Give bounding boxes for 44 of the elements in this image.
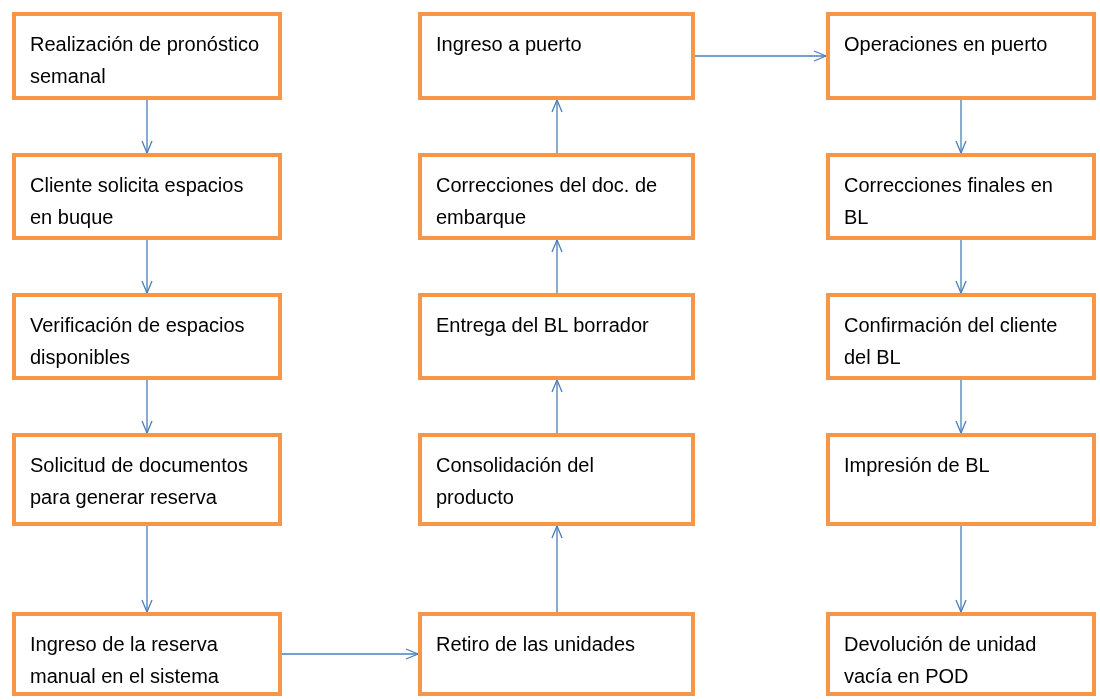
process-box — [12, 612, 282, 696]
step-text: Correcciones del doc. de embarque — [436, 173, 659, 230]
arrow — [281, 648, 419, 660]
process-box — [418, 293, 695, 380]
process-box — [826, 153, 1096, 240]
arrow — [551, 379, 563, 434]
process-box — [826, 612, 1096, 696]
arrow — [551, 239, 563, 294]
process-box — [12, 153, 282, 240]
arrow — [141, 525, 153, 613]
arrow — [141, 99, 153, 154]
step-text: Realización de pronóstico semanal — [30, 32, 261, 89]
step-text: Retiro de las unidades — [436, 632, 636, 657]
arrow — [955, 239, 967, 294]
step-text: Impresión de BL — [844, 453, 991, 478]
process-box — [418, 433, 695, 526]
process-box — [12, 12, 282, 100]
process-box — [418, 612, 695, 696]
arrow — [551, 99, 563, 154]
arrow — [141, 379, 153, 434]
arrow — [955, 99, 967, 154]
step-text: Correcciones finales en BL — [844, 173, 1054, 230]
process-box — [826, 293, 1096, 380]
step-text: Cliente solicita espacios en buque — [30, 173, 245, 230]
step-text: Verificación de espacios disponibles — [30, 313, 246, 370]
step-text: Ingreso de la reserva manual en el sistema — [30, 632, 220, 689]
step-text: Operaciones en puerto — [844, 32, 1049, 57]
process-box — [826, 433, 1096, 526]
step-text: Solicitud de documentos para generar reserva — [30, 453, 249, 510]
arrow — [141, 239, 153, 294]
process-box — [418, 12, 695, 100]
arrow — [955, 379, 967, 434]
step-text: Confirmación del cliente del BL — [844, 313, 1059, 370]
step-text: Ingreso a puerto — [436, 32, 583, 57]
arrow — [694, 50, 827, 62]
process-box — [418, 153, 695, 240]
process-box — [12, 433, 282, 526]
step-text: Devolución de unidad vacía en POD — [844, 632, 1038, 689]
step-text: Entrega del BL borrador — [436, 313, 650, 338]
arrow — [551, 525, 563, 613]
process-box — [12, 293, 282, 380]
step-text: Consolidación del producto — [436, 453, 595, 510]
arrow — [955, 525, 967, 613]
process-box — [826, 12, 1096, 100]
